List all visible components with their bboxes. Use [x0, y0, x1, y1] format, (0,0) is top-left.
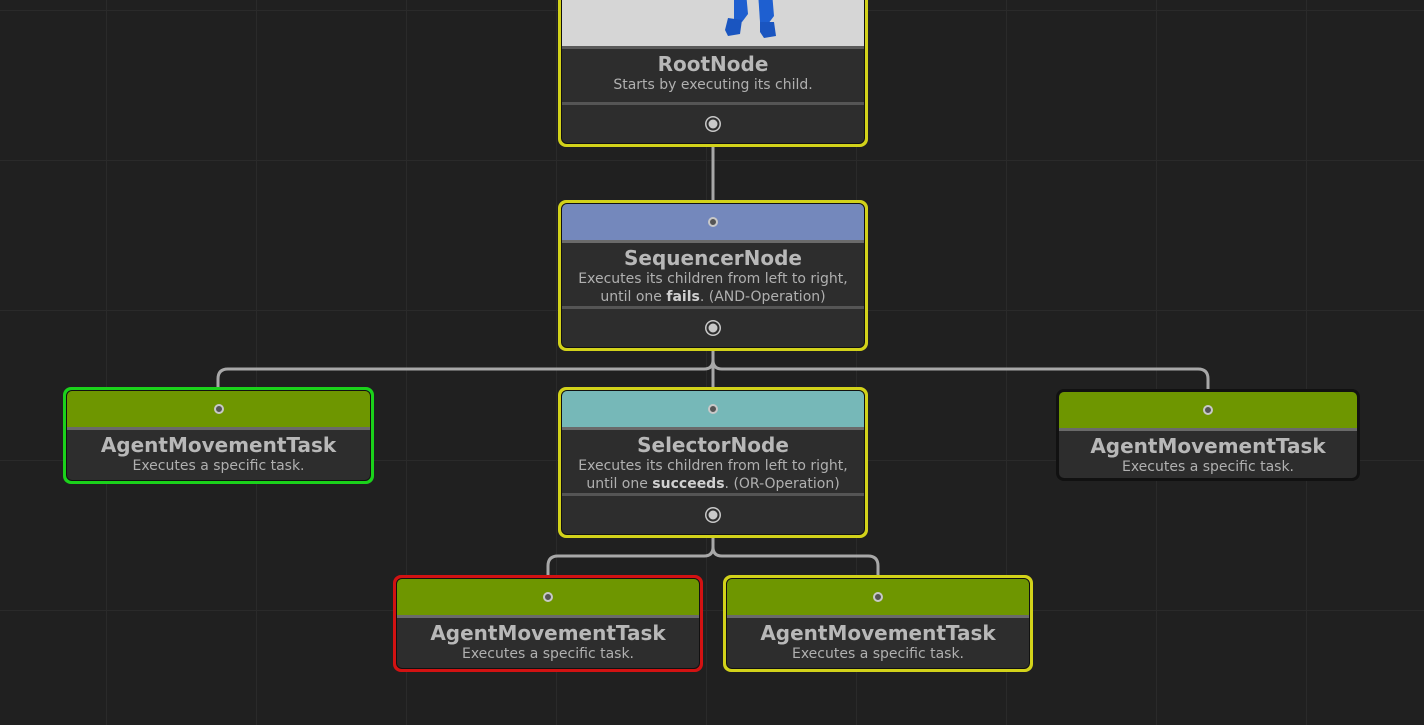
sequencer-desc-line1: Executes its children from left to right…	[578, 271, 848, 287]
sequencer-output-port[interactable]	[708, 323, 718, 333]
sequencer-header	[562, 204, 864, 243]
sequencer-node[interactable]: SequencerNode Executes its children from…	[558, 200, 868, 351]
sequencer-node-description: Executes its children from left to right…	[562, 270, 864, 306]
selector-output-area	[562, 493, 864, 534]
selector-node[interactable]: SelectorNode Executes its children from …	[558, 387, 868, 538]
task-node-bottom-right-body: AgentMovementTask Executes a specific ta…	[726, 578, 1030, 669]
task-bottom-left-input-port[interactable]	[543, 592, 553, 602]
task-right-input-port[interactable]	[1203, 405, 1213, 415]
task-bottom-right-input-port[interactable]	[873, 592, 883, 602]
selector-desc-line2: until one succeeds. (OR-Operation)	[568, 475, 858, 493]
selector-input-port[interactable]	[708, 404, 718, 414]
root-node-description: Starts by executing its child.	[613, 77, 813, 93]
task-right-header	[1059, 392, 1357, 431]
task-left-header	[67, 391, 370, 430]
sequencer-output-area	[562, 306, 864, 347]
task-right-title: AgentMovementTask	[1090, 434, 1326, 458]
root-preview-image	[562, 0, 864, 49]
selector-node-description: Executes its children from left to right…	[562, 457, 864, 493]
selector-node-title: SelectorNode	[637, 433, 789, 457]
edge-sequencer-task-right	[711, 350, 1210, 392]
task-right-description: Executes a specific task.	[1121, 459, 1295, 475]
selector-desc-post: . (OR-Operation)	[724, 476, 840, 492]
selector-desc-line1: Executes its children from left to right…	[578, 458, 848, 474]
task-node-right[interactable]: AgentMovementTask Executes a specific ta…	[1056, 389, 1360, 481]
task-bottom-left-title: AgentMovementTask	[430, 621, 666, 645]
root-node-body: RootNode Starts by executing its child.	[561, 0, 865, 144]
task-left-description: Executes a specific task.	[132, 458, 305, 474]
root-output-port[interactable]	[708, 119, 718, 129]
sequencer-desc-post: . (AND-Operation)	[699, 289, 826, 305]
selector-desc-pre: until one	[586, 476, 653, 492]
task-node-left[interactable]: AgentMovementTask Executes a specific ta…	[63, 387, 374, 484]
task-node-right-body: AgentMovementTask Executes a specific ta…	[1058, 391, 1358, 479]
task-bottom-right-description: Executes a specific task.	[791, 646, 965, 662]
sequencer-desc-line2: until one fails. (AND-Operation)	[568, 288, 858, 306]
task-node-bottom-left[interactable]: AgentMovementTask Executes a specific ta…	[393, 575, 703, 672]
sequencer-desc-pre: until one	[600, 289, 667, 305]
sequencer-node-title: SequencerNode	[624, 246, 802, 270]
task-node-bottom-left-body: AgentMovementTask Executes a specific ta…	[396, 578, 700, 669]
root-node-title: RootNode	[657, 52, 769, 76]
task-bottom-left-description: Executes a specific task.	[461, 646, 635, 662]
selector-desc-bold: succeeds	[652, 476, 725, 492]
edge-selector-task-br	[711, 537, 880, 578]
edge-selector-task-bl	[546, 537, 715, 578]
task-bottom-left-header	[397, 579, 699, 618]
selector-node-body: SelectorNode Executes its children from …	[561, 390, 865, 535]
root-node[interactable]: RootNode Starts by executing its child.	[558, 0, 868, 147]
root-output-area	[562, 102, 864, 143]
task-left-title: AgentMovementTask	[100, 433, 337, 457]
edge-sequencer-task-left	[216, 350, 715, 390]
selector-output-port[interactable]	[708, 510, 718, 520]
robot-legs-icon	[725, 0, 776, 38]
task-node-left-body: AgentMovementTask Executes a specific ta…	[66, 390, 371, 481]
task-bottom-right-header	[727, 579, 1029, 618]
task-left-input-port[interactable]	[213, 404, 224, 414]
task-bottom-right-title: AgentMovementTask	[760, 621, 996, 645]
sequencer-input-port[interactable]	[708, 217, 718, 227]
task-node-bottom-right[interactable]: AgentMovementTask Executes a specific ta…	[723, 575, 1033, 672]
sequencer-desc-bold: fails	[666, 289, 700, 305]
sequencer-node-body: SequencerNode Executes its children from…	[561, 203, 865, 348]
selector-header	[562, 391, 864, 430]
